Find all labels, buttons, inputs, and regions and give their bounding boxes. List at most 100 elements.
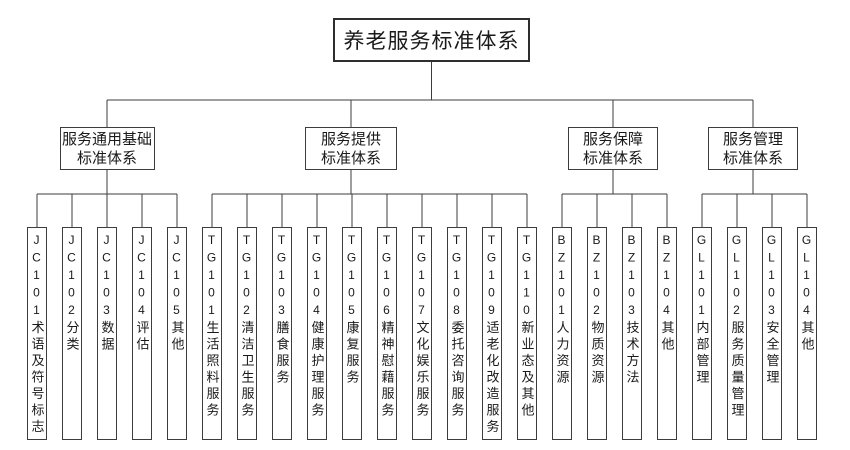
leaf-node-text: TG101生活照料服务: [203, 228, 221, 420]
leaf-node-code: GL103: [764, 233, 779, 321]
leaf-node-code: BZ103: [624, 233, 639, 321]
leaf-node-text: BZ103技术方法: [623, 228, 641, 387]
leaf-node: GL104其他: [797, 227, 817, 440]
leaf-node-text: TG107文化娱乐服务: [413, 228, 431, 420]
leaf-node-code: TG106: [379, 233, 394, 321]
branch-node-label-line2: 标准体系: [76, 149, 137, 167]
leaf-node: TG101生活照料服务: [202, 227, 222, 440]
leaf-node-label: 数据: [99, 320, 115, 354]
root-node: 养老服务标准体系: [333, 18, 530, 62]
branch-node-label-line2: 标准体系: [722, 149, 783, 167]
leaf-node-code: TG103: [274, 233, 289, 321]
branch-node-label-line1: 服务提供: [320, 130, 381, 148]
leaf-node-code: TG109: [484, 233, 499, 321]
leaf-node-text: GL102服务质量管理: [728, 228, 746, 420]
leaf-node-label: 其他: [169, 320, 185, 354]
leaf-node-label: 物质资源: [589, 320, 605, 387]
leaf-node-label: 清洁卫生服务: [239, 320, 255, 420]
leaf-node-code: BZ104: [659, 233, 674, 321]
leaf-node-text: TG109适老化改造服务: [483, 228, 501, 437]
leaf-node-text: JC101术语及符号标志: [28, 228, 46, 436]
leaf-node: TG103膳食服务: [272, 227, 292, 440]
branch-node: 服务管理标准体系: [708, 127, 798, 170]
leaf-node-code: TG104: [309, 233, 324, 321]
leaf-node-label: 技术方法: [624, 320, 640, 387]
leaf-node-code: GL104: [799, 233, 814, 321]
leaf-node: TG108委托咨询服务: [447, 227, 467, 440]
leaf-node: GL103安全管理: [762, 227, 782, 440]
leaf-node-text: TG110新业态及其他: [518, 228, 536, 420]
leaf-node: BZ101人力资源: [552, 227, 572, 440]
leaf-node-code: JC103: [99, 233, 114, 321]
branch-node: 服务通用基础标准体系: [59, 127, 155, 170]
leaf-node-code: TG105: [344, 233, 359, 321]
branch-node-label-line2: 标准体系: [320, 149, 381, 167]
leaf-node-text: TG105康复服务: [343, 228, 361, 387]
leaf-node-code: TG110: [519, 233, 534, 321]
leaf-node-label: 评估: [134, 320, 150, 354]
leaf-node: JC104评估: [132, 227, 152, 440]
leaf-node-label: 内部管理: [694, 320, 710, 387]
branch-node: 服务保障标准体系: [568, 127, 658, 170]
leaf-node: TG105康复服务: [342, 227, 362, 440]
leaf-node-label: 健康护理服务: [309, 320, 325, 420]
leaf-node-code: BZ101: [554, 233, 569, 321]
leaf-node: JC102分类: [62, 227, 82, 440]
leaf-node: BZ102物质资源: [587, 227, 607, 440]
leaf-node-text: GL104其他: [798, 228, 816, 354]
leaf-node-text: BZ104其他: [658, 228, 676, 354]
leaf-node: BZ103技术方法: [622, 227, 642, 440]
leaf-node-label: 其他: [659, 320, 675, 354]
leaf-node-text: GL103安全管理: [763, 228, 781, 387]
leaf-node-code: TG102: [239, 233, 254, 321]
leaf-node-text: GL101内部管理: [693, 228, 711, 387]
leaf-node: TG104健康护理服务: [307, 227, 327, 440]
branch-node-label-line1: 服务保障: [582, 130, 643, 148]
leaf-node-code: JC101: [29, 233, 44, 321]
leaf-node-text: JC105其他: [168, 228, 186, 354]
leaf-node: JC105其他: [167, 227, 187, 440]
leaf-node-label: 精神慰藉服务: [379, 320, 395, 420]
leaf-node-code: JC104: [134, 233, 149, 321]
leaf-node-code: JC105: [169, 233, 184, 321]
leaf-node-text: TG106精神慰藉服务: [378, 228, 396, 420]
leaf-node-text: JC103数据: [98, 228, 116, 354]
leaf-node-code: GL102: [729, 233, 744, 321]
leaf-node-text: BZ102物质资源: [588, 228, 606, 387]
leaf-node-label: 文化娱乐服务: [414, 320, 430, 420]
leaf-node: TG107文化娱乐服务: [412, 227, 432, 440]
leaf-node: TG106精神慰藉服务: [377, 227, 397, 440]
root-node-label: 养老服务标准体系: [343, 30, 520, 53]
branch-node-label-line1: 服务管理: [722, 130, 783, 148]
leaf-node-label: 分类: [64, 320, 80, 354]
leaf-node-code: TG107: [414, 233, 429, 321]
leaf-node-label: 生活照料服务: [204, 320, 220, 420]
leaf-node-label: 人力资源: [554, 320, 570, 387]
leaf-node-code: TG108: [449, 233, 464, 321]
leaf-node: JC101术语及符号标志: [27, 227, 47, 440]
leaf-node-text: TG102清洁卫生服务: [238, 228, 256, 420]
leaf-node-code: JC102: [64, 233, 79, 321]
leaf-node-label: 新业态及其他: [519, 320, 535, 420]
leaf-node-label: 适老化改造服务: [484, 320, 500, 437]
branch-node: 服务提供标准体系: [305, 127, 397, 170]
leaf-node-text: TG108委托咨询服务: [448, 228, 466, 420]
leaf-node: TG110新业态及其他: [517, 227, 537, 440]
leaf-node-label: 膳食服务: [274, 320, 290, 387]
branch-node-label-line1: 服务通用基础: [61, 130, 152, 148]
leaf-node-code: TG101: [204, 233, 219, 321]
leaf-node-label: 其他: [799, 320, 815, 354]
leaf-node-text: TG103膳食服务: [273, 228, 291, 387]
leaf-node-text: TG104健康护理服务: [308, 228, 326, 420]
leaf-node-label: 康复服务: [344, 320, 360, 387]
leaf-node: JC103数据: [97, 227, 117, 440]
leaf-node-label: 委托咨询服务: [449, 320, 465, 420]
leaf-node: BZ104其他: [657, 227, 677, 440]
leaf-node-text: BZ101人力资源: [553, 228, 571, 387]
leaf-node: TG109适老化改造服务: [482, 227, 502, 440]
leaf-node: GL102服务质量管理: [727, 227, 747, 440]
leaf-node-text: JC104评估: [133, 228, 151, 354]
leaf-node-label: 安全管理: [764, 320, 780, 387]
